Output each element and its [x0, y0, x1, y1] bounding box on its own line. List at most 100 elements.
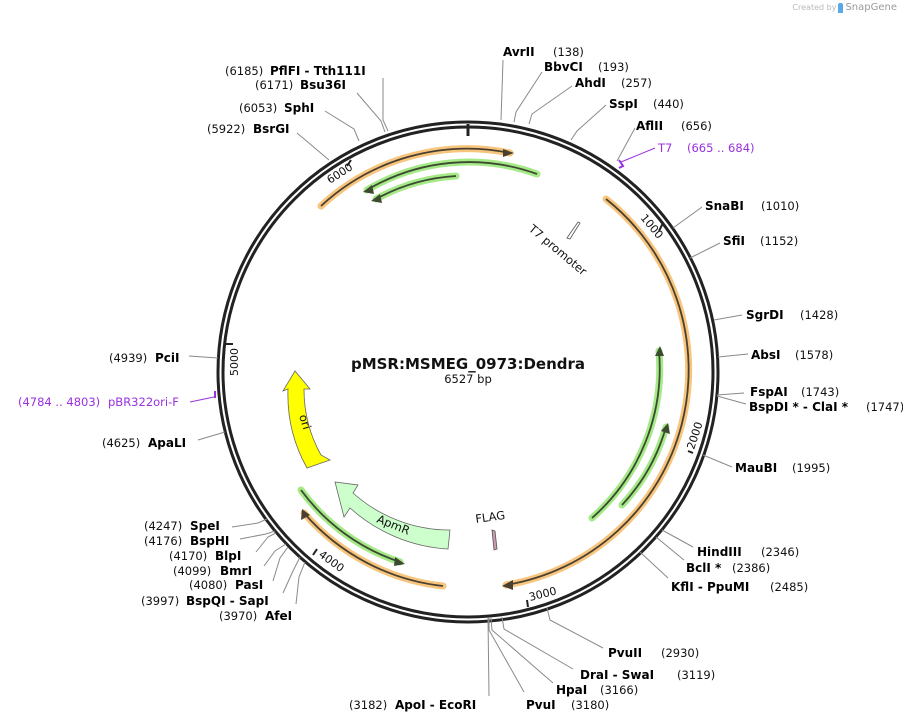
- site-position: (4176): [144, 534, 182, 548]
- site-position: (6171): [255, 78, 293, 92]
- feature-ori[interactable]: ori: [282, 370, 331, 469]
- site-position: (1010): [761, 199, 799, 213]
- label: ori: [296, 413, 314, 432]
- label: (4784 .. 4803): [18, 395, 100, 409]
- site-bcli[interactable]: BclI * (2386): [655, 536, 770, 575]
- site-ahdi[interactable]: AhdI (257): [528, 76, 652, 125]
- site-name: AvrII: [503, 45, 535, 59]
- site-sgrdi[interactable]: SgrDI (1428): [713, 308, 838, 322]
- site-apoi-ecori[interactable]: (3182) ApoI - EcoRI: [349, 617, 490, 712]
- site-name: SspI: [609, 97, 638, 111]
- leader-line: [295, 561, 306, 605]
- site-position: (3182): [349, 698, 387, 712]
- site-name: BlpI: [215, 549, 241, 563]
- site-kfli-ppumi[interactable]: KflI - PpuMI (2485): [639, 551, 808, 594]
- leader-line: [672, 206, 703, 229]
- site-name: SgrDI: [746, 308, 784, 322]
- site-fspai[interactable]: FspAI (1743): [716, 385, 839, 399]
- site-bspqi-sapi[interactable]: (3997) BspQI - SapI: [141, 556, 301, 608]
- orf-arcs: [297, 145, 693, 590]
- site-snabi[interactable]: SnaBI (1010): [672, 199, 799, 229]
- orf-bottom-orange: [300, 509, 447, 590]
- leader-line: [528, 85, 573, 125]
- leader-line: [487, 617, 490, 697]
- site-name: AfeI: [265, 609, 292, 623]
- site-pvui[interactable]: PvuI (3180): [488, 618, 609, 712]
- primer-t7[interactable]: T7 (665 .. 684): [618, 141, 755, 169]
- site-maubi[interactable]: MauBI (1995): [702, 454, 830, 475]
- site-pvuii[interactable]: PvuII (2930): [546, 607, 699, 660]
- leader-line: [188, 355, 219, 359]
- label: T7 promoter: [525, 221, 590, 278]
- feature-t7-promoter[interactable]: T7 promoter: [525, 221, 590, 278]
- leader-line: [616, 127, 636, 162]
- site-bmri[interactable]: (4099) BmrI: [173, 543, 287, 578]
- site-spei[interactable]: (4247) SpeI: [144, 518, 268, 533]
- site-position: (3166): [600, 683, 638, 697]
- site-position: (193): [598, 60, 629, 74]
- credit-brand: SnapGene: [845, 2, 897, 13]
- primer-pbr322ori-f[interactable]: (4784 .. 4803) pBR322ori-F: [18, 391, 216, 409]
- site-position: (4939): [109, 351, 147, 365]
- site-apali[interactable]: (4625) ApaLI: [102, 431, 226, 450]
- label: 4000: [316, 548, 346, 575]
- site-drai-swai[interactable]: DraI - SwaI (3119): [501, 616, 715, 682]
- site-bsrgi[interactable]: (5922) BsrGI: [207, 122, 330, 161]
- plasmid-length: 6527 bp: [444, 372, 492, 386]
- site-name: BclI *: [686, 561, 722, 575]
- orf-top-green-1: [363, 158, 541, 194]
- site-name: HpaI: [556, 683, 587, 697]
- site-name: BspDI * - ClaI *: [749, 400, 849, 414]
- orf-right-green-1: [588, 346, 664, 522]
- site-pasi[interactable]: (4080) PasI: [189, 546, 289, 592]
- site-sphi[interactable]: (6053) SphI: [239, 101, 360, 142]
- site-name: BbvCI: [544, 60, 583, 74]
- site-name: Bsu36I: [300, 78, 346, 92]
- site-hindiii[interactable]: HindIII (2346): [661, 529, 799, 559]
- site-position: (4247): [144, 519, 182, 533]
- site-position: (138): [553, 45, 584, 59]
- site-absi[interactable]: AbsI (1578): [717, 348, 833, 362]
- site-name: KflI - PpuMI: [671, 580, 749, 594]
- site-name: PciI: [155, 351, 180, 365]
- tick-5000: 5000: [226, 343, 241, 376]
- site-avrii[interactable]: AvrII (193) (138): [500, 45, 584, 121]
- site-name: BmrI: [220, 564, 252, 578]
- site-position: (3970): [219, 609, 257, 623]
- site-blpi[interactable]: (4170) BlpI: [169, 532, 277, 563]
- label: pBR322ori-F: [108, 395, 179, 409]
- site-name: AbsI: [751, 348, 780, 362]
- site-position: (656): [681, 119, 712, 133]
- site-position: (1428): [800, 308, 838, 322]
- site-aflii[interactable]: AflII (656): [616, 119, 712, 162]
- site-name: SfiI: [723, 234, 745, 248]
- site-bbvci[interactable]: BbvCI (193): [513, 60, 629, 123]
- site-position: (3119): [677, 668, 715, 682]
- leader-line: [689, 242, 721, 259]
- feature-flag[interactable]: FLAG: [474, 508, 506, 551]
- site-sfii[interactable]: SfiI (1152): [689, 234, 798, 259]
- site-position: (2346): [761, 545, 799, 559]
- site-bsphi[interactable]: (4176) BspHI: [144, 530, 276, 548]
- orf-right-green-2: [618, 423, 670, 509]
- leader-line: [546, 607, 604, 649]
- site-pcii[interactable]: (4939) PciI: [109, 351, 219, 365]
- site-hpai[interactable]: HpaI (3166): [490, 617, 638, 697]
- leader-line: [197, 431, 226, 441]
- site-pflfi-tth111i[interactable]: (6185) PflFI - Tth111I: [225, 64, 389, 132]
- site-name: SphI: [284, 101, 314, 115]
- site-name: SnaBI: [705, 199, 744, 213]
- site-sspi[interactable]: SspI (440): [570, 97, 684, 141]
- site-position: (1743): [801, 385, 839, 399]
- leader-line: [490, 617, 554, 684]
- site-name: AhdI: [575, 76, 606, 90]
- site-bsu36i[interactable]: (6171) Bsu36I: [255, 78, 386, 133]
- orf-top-green-2: [371, 172, 460, 203]
- site-bspdi-clai[interactable]: BspDI * - ClaI * (1747): [716, 395, 903, 414]
- site-name: BspQI - SapI: [186, 594, 269, 608]
- leader-line: [501, 616, 574, 670]
- site-position: (2386): [732, 561, 770, 575]
- site-afei[interactable]: (3970) AfeI: [219, 561, 306, 623]
- site-position: (1747): [866, 400, 903, 414]
